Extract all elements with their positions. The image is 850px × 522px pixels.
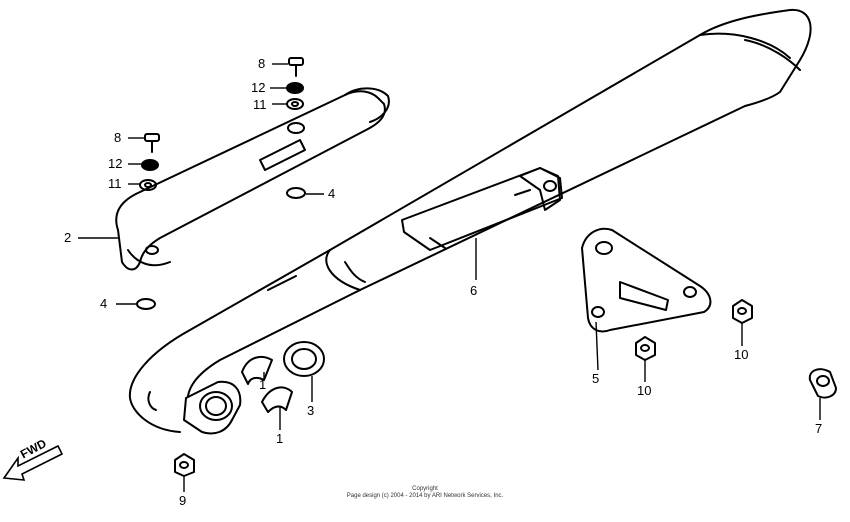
heat-shield-part-2 bbox=[115, 87, 390, 271]
exhaust-flange bbox=[183, 380, 242, 435]
copyright-title: Copyright bbox=[412, 486, 438, 492]
nut-part-10-right bbox=[732, 299, 753, 324]
washer-part-11-upper bbox=[286, 98, 304, 110]
nut-part-12-upper bbox=[286, 82, 304, 94]
callout-11-lower: 11 bbox=[108, 176, 122, 191]
callout-12-lower: 12 bbox=[108, 156, 123, 171]
protector-part-5 bbox=[581, 227, 712, 333]
callout-7: 7 bbox=[815, 421, 823, 436]
collet-part-1-lower bbox=[261, 386, 293, 413]
callout-4-lower: 4 bbox=[100, 296, 108, 311]
collet-part-1-upper bbox=[241, 355, 273, 385]
copyright-line: Page design (c) 2004 - 2014 by ARI Netwo… bbox=[346, 493, 504, 499]
washer-part-4-upper bbox=[286, 187, 306, 199]
bolt-part-8-upper bbox=[288, 57, 304, 77]
leader-lines bbox=[78, 63, 821, 492]
washer-part-11-lower bbox=[139, 179, 157, 191]
callout-11-upper: 11 bbox=[253, 97, 267, 112]
callout-1-upper: 1 bbox=[259, 377, 267, 392]
fwd-arrow bbox=[2, 444, 64, 481]
callout-3: 3 bbox=[307, 403, 315, 418]
callout-5: 5 bbox=[592, 371, 600, 386]
nut-part-9 bbox=[174, 453, 195, 477]
cap-nut-part-7 bbox=[808, 368, 837, 399]
exhaust-pipe bbox=[128, 249, 361, 433]
callout-10-left: 10 bbox=[637, 383, 652, 398]
nut-part-10-left bbox=[635, 336, 656, 361]
muffler-bracket bbox=[401, 167, 563, 251]
callout-10-right: 10 bbox=[734, 347, 749, 362]
callout-1-lower: 1 bbox=[276, 431, 284, 446]
callout-8-lower: 8 bbox=[114, 130, 122, 145]
callout-2: 2 bbox=[64, 230, 72, 245]
callout-9: 9 bbox=[179, 493, 187, 508]
nut-part-12-lower bbox=[141, 159, 159, 171]
gasket-part-3 bbox=[283, 341, 325, 377]
callout-4-upper: 4 bbox=[328, 186, 336, 201]
bolt-part-8-lower bbox=[144, 133, 160, 153]
washer-part-4-lower bbox=[136, 298, 156, 310]
callout-8-upper: 8 bbox=[258, 56, 266, 71]
muffler-part-6 bbox=[325, 8, 812, 291]
callout-6: 6 bbox=[470, 283, 478, 298]
callout-12-upper: 12 bbox=[251, 80, 266, 95]
